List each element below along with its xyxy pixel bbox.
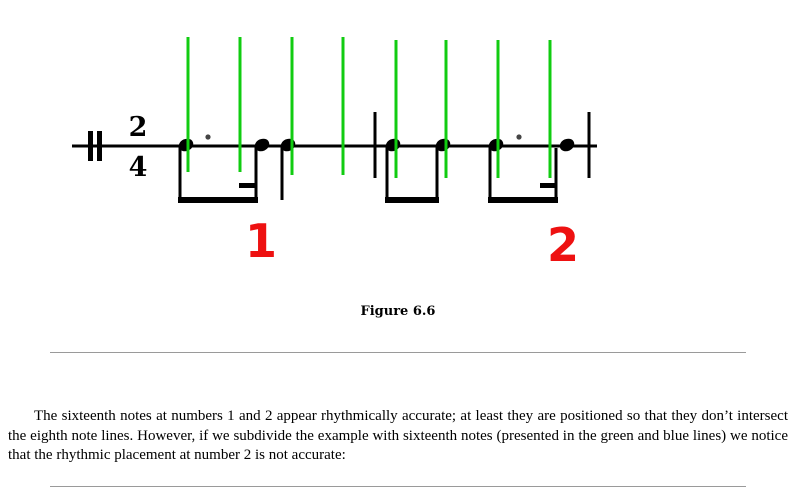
measure-1 xyxy=(178,134,296,203)
music-figure: 2 4 xyxy=(72,37,597,272)
note-head xyxy=(559,138,575,152)
marker-2: 2 xyxy=(547,218,579,272)
body-paragraph: The sixteenth notes at numbers 1 and 2 a… xyxy=(8,407,788,466)
body-text: The sixteenth notes at numbers 1 and 2 a… xyxy=(8,408,788,463)
sixteenth-beam xyxy=(239,183,255,188)
time-signature-bottom: 4 xyxy=(129,152,148,183)
figure-caption: Figure 6.6 xyxy=(360,304,436,319)
percussion-clef xyxy=(88,131,102,161)
time-signature: 2 4 xyxy=(129,112,148,183)
time-signature-top: 2 xyxy=(129,112,148,143)
beam xyxy=(178,197,258,203)
beam xyxy=(488,197,558,203)
subdivision-lines xyxy=(186,37,552,178)
sixteenth-beam xyxy=(540,183,555,188)
dot xyxy=(205,134,211,140)
dot xyxy=(516,134,522,140)
divider-bottom xyxy=(50,486,746,487)
beam xyxy=(385,197,439,203)
marker-1: 1 xyxy=(245,214,277,268)
divider-top xyxy=(50,352,746,353)
